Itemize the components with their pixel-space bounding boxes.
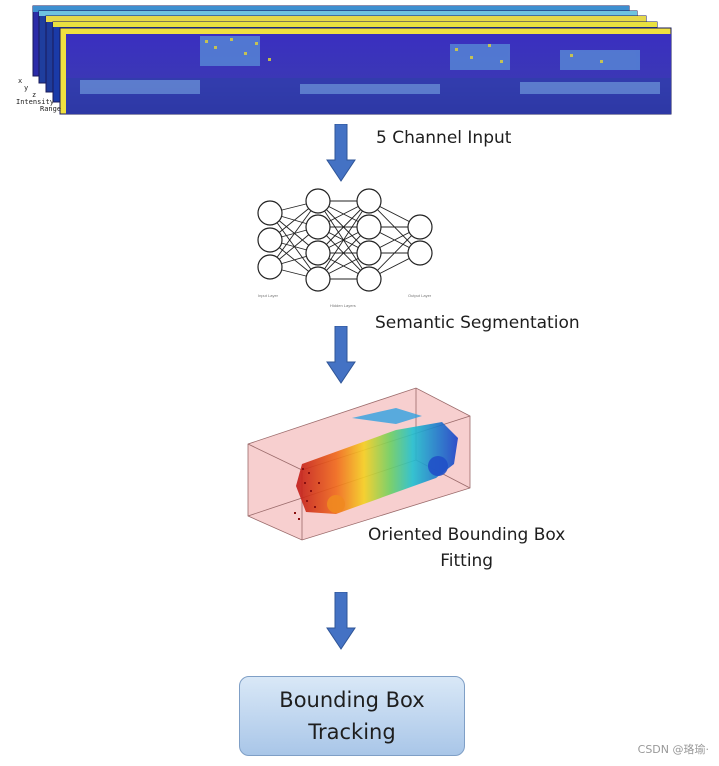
watermark: CSDN @珞瑜· xyxy=(637,743,709,756)
stage-label-input: 5 Channel Input xyxy=(376,128,512,148)
channel-labels: x y z Intensity Range xyxy=(14,78,61,113)
hidden-layers-label: Hidden Layers xyxy=(330,303,356,308)
stage-label-segmentation: Semantic Segmentation xyxy=(375,313,580,333)
channel-label-range: Range xyxy=(40,105,62,113)
arrow-down-icon xyxy=(326,592,356,650)
channel-layer-1 xyxy=(59,27,672,115)
bounding-box-tracking-node: Bounding Box Tracking xyxy=(239,676,465,756)
obb-pointcloud-graphic xyxy=(247,387,471,541)
channel-label-y: y xyxy=(24,84,29,92)
arrow-down-icon xyxy=(326,124,356,182)
neural-network: Input Layer Hidden Layers Output Layer xyxy=(250,185,450,310)
stage-label-obb-fitting: Oriented Bounding Box Fitting xyxy=(368,525,566,571)
input-layer-label: Input Layer xyxy=(258,293,279,298)
channel-label-x: x xyxy=(18,77,23,85)
tracking-label: Bounding Box Tracking xyxy=(279,688,425,744)
channel-label-z: z xyxy=(32,91,37,99)
neural-network-graphic xyxy=(257,188,433,292)
output-layer-label: Output Layer xyxy=(408,293,432,298)
channel-label-intensity: Intensity xyxy=(16,98,54,106)
channel-stack xyxy=(0,0,719,125)
channel-stack-graphic xyxy=(32,5,672,115)
oriented-bounding-box xyxy=(246,386,476,546)
arrow-down-icon xyxy=(326,326,356,384)
